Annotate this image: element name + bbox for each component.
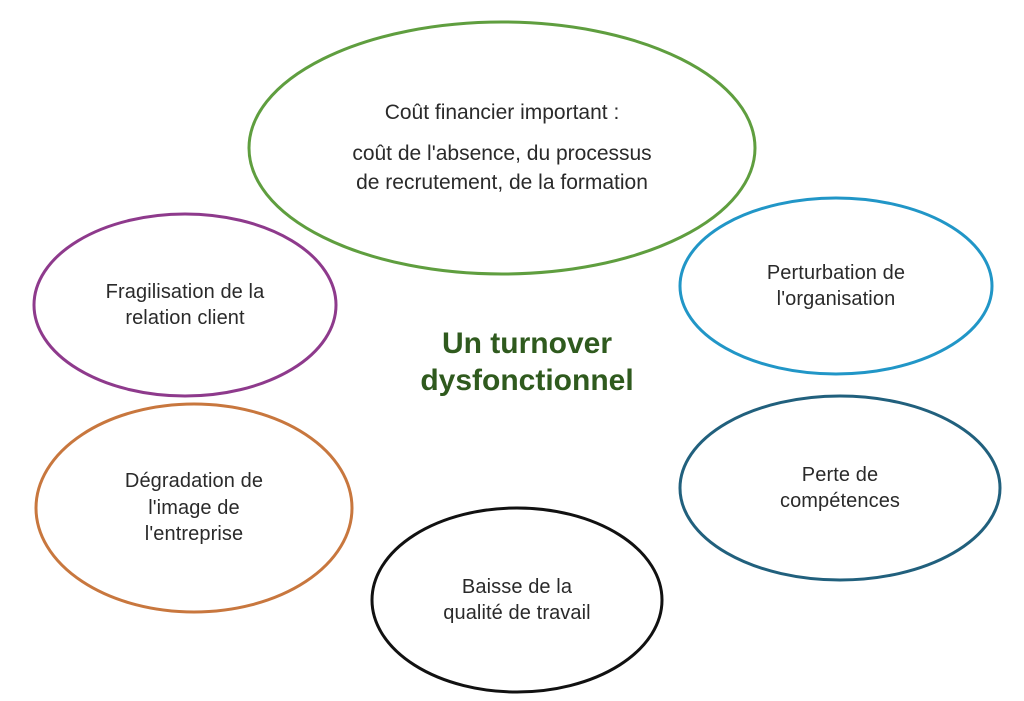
perte-competences-label: Perte de compétences: [779, 463, 901, 512]
degradation-label: Dégradation de l'image de l'entreprise: [124, 470, 264, 546]
degradation-node: Dégradation de l'image de l'entreprise: [36, 404, 352, 612]
perturbation-outline: [678, 196, 994, 376]
cout-financier-body: coût de l'absence, du processus de recru…: [352, 142, 652, 194]
baisse-qualite-node: Baisse de la qualité de travail: [372, 508, 662, 692]
perturbation-node: Perturbation de l'organisation: [680, 198, 992, 374]
baisse-qualite-label: Baisse de la qualité de travail: [443, 575, 591, 624]
perte-competences-node: Perte de compétences: [680, 396, 1000, 580]
perte-competences-outline: [678, 394, 1002, 582]
perturbation-label: Perturbation de l'organisation: [766, 261, 906, 310]
degradation-outline: [34, 402, 354, 614]
cout-financier-heading: Coût financier important :: [384, 100, 620, 124]
fragilisation-outline: [32, 212, 338, 398]
baisse-qualite-outline: [370, 506, 664, 694]
fragilisation-label: Fragilisation de la relation client: [105, 280, 265, 329]
fragilisation-node: Fragilisation de la relation client: [34, 214, 336, 396]
center-title: Un turnover dysfonctionnel: [420, 327, 634, 397]
cout-financier-outline: [247, 20, 757, 276]
cout-financier-node: Coût financier important : coût de l'abs…: [248, 22, 756, 274]
